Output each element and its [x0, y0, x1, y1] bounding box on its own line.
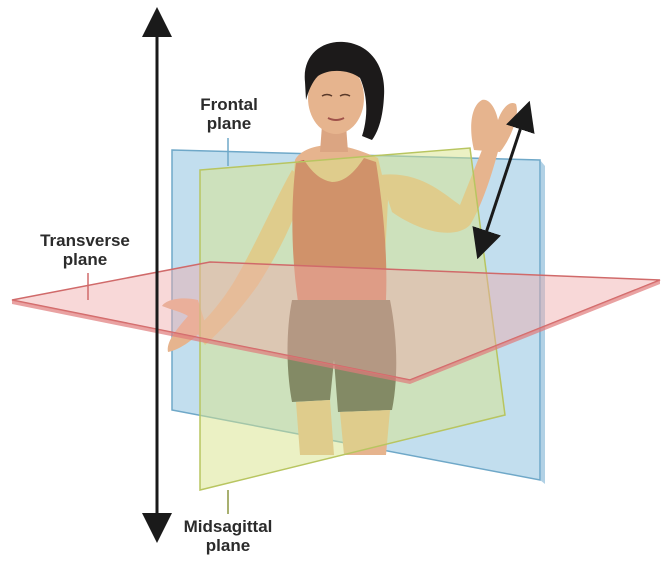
- frontal-plane-label-line2: plane: [184, 114, 274, 133]
- midsagittal-plane-label-line1: Midsagittal: [168, 517, 288, 536]
- frontal-plane-label: Frontal plane: [184, 95, 274, 133]
- midsagittal-plane-label-line2: plane: [168, 536, 288, 555]
- transverse-plane-label: Transverse plane: [20, 231, 150, 269]
- raised-hand: [471, 100, 517, 152]
- frontal-plane-label-line1: Frontal: [184, 95, 274, 114]
- midsagittal-plane-label: Midsagittal plane: [168, 517, 288, 555]
- transverse-plane: [12, 262, 660, 384]
- transverse-plane-label-line1: Transverse: [20, 231, 150, 250]
- transverse-plane-label-line2: plane: [20, 250, 150, 269]
